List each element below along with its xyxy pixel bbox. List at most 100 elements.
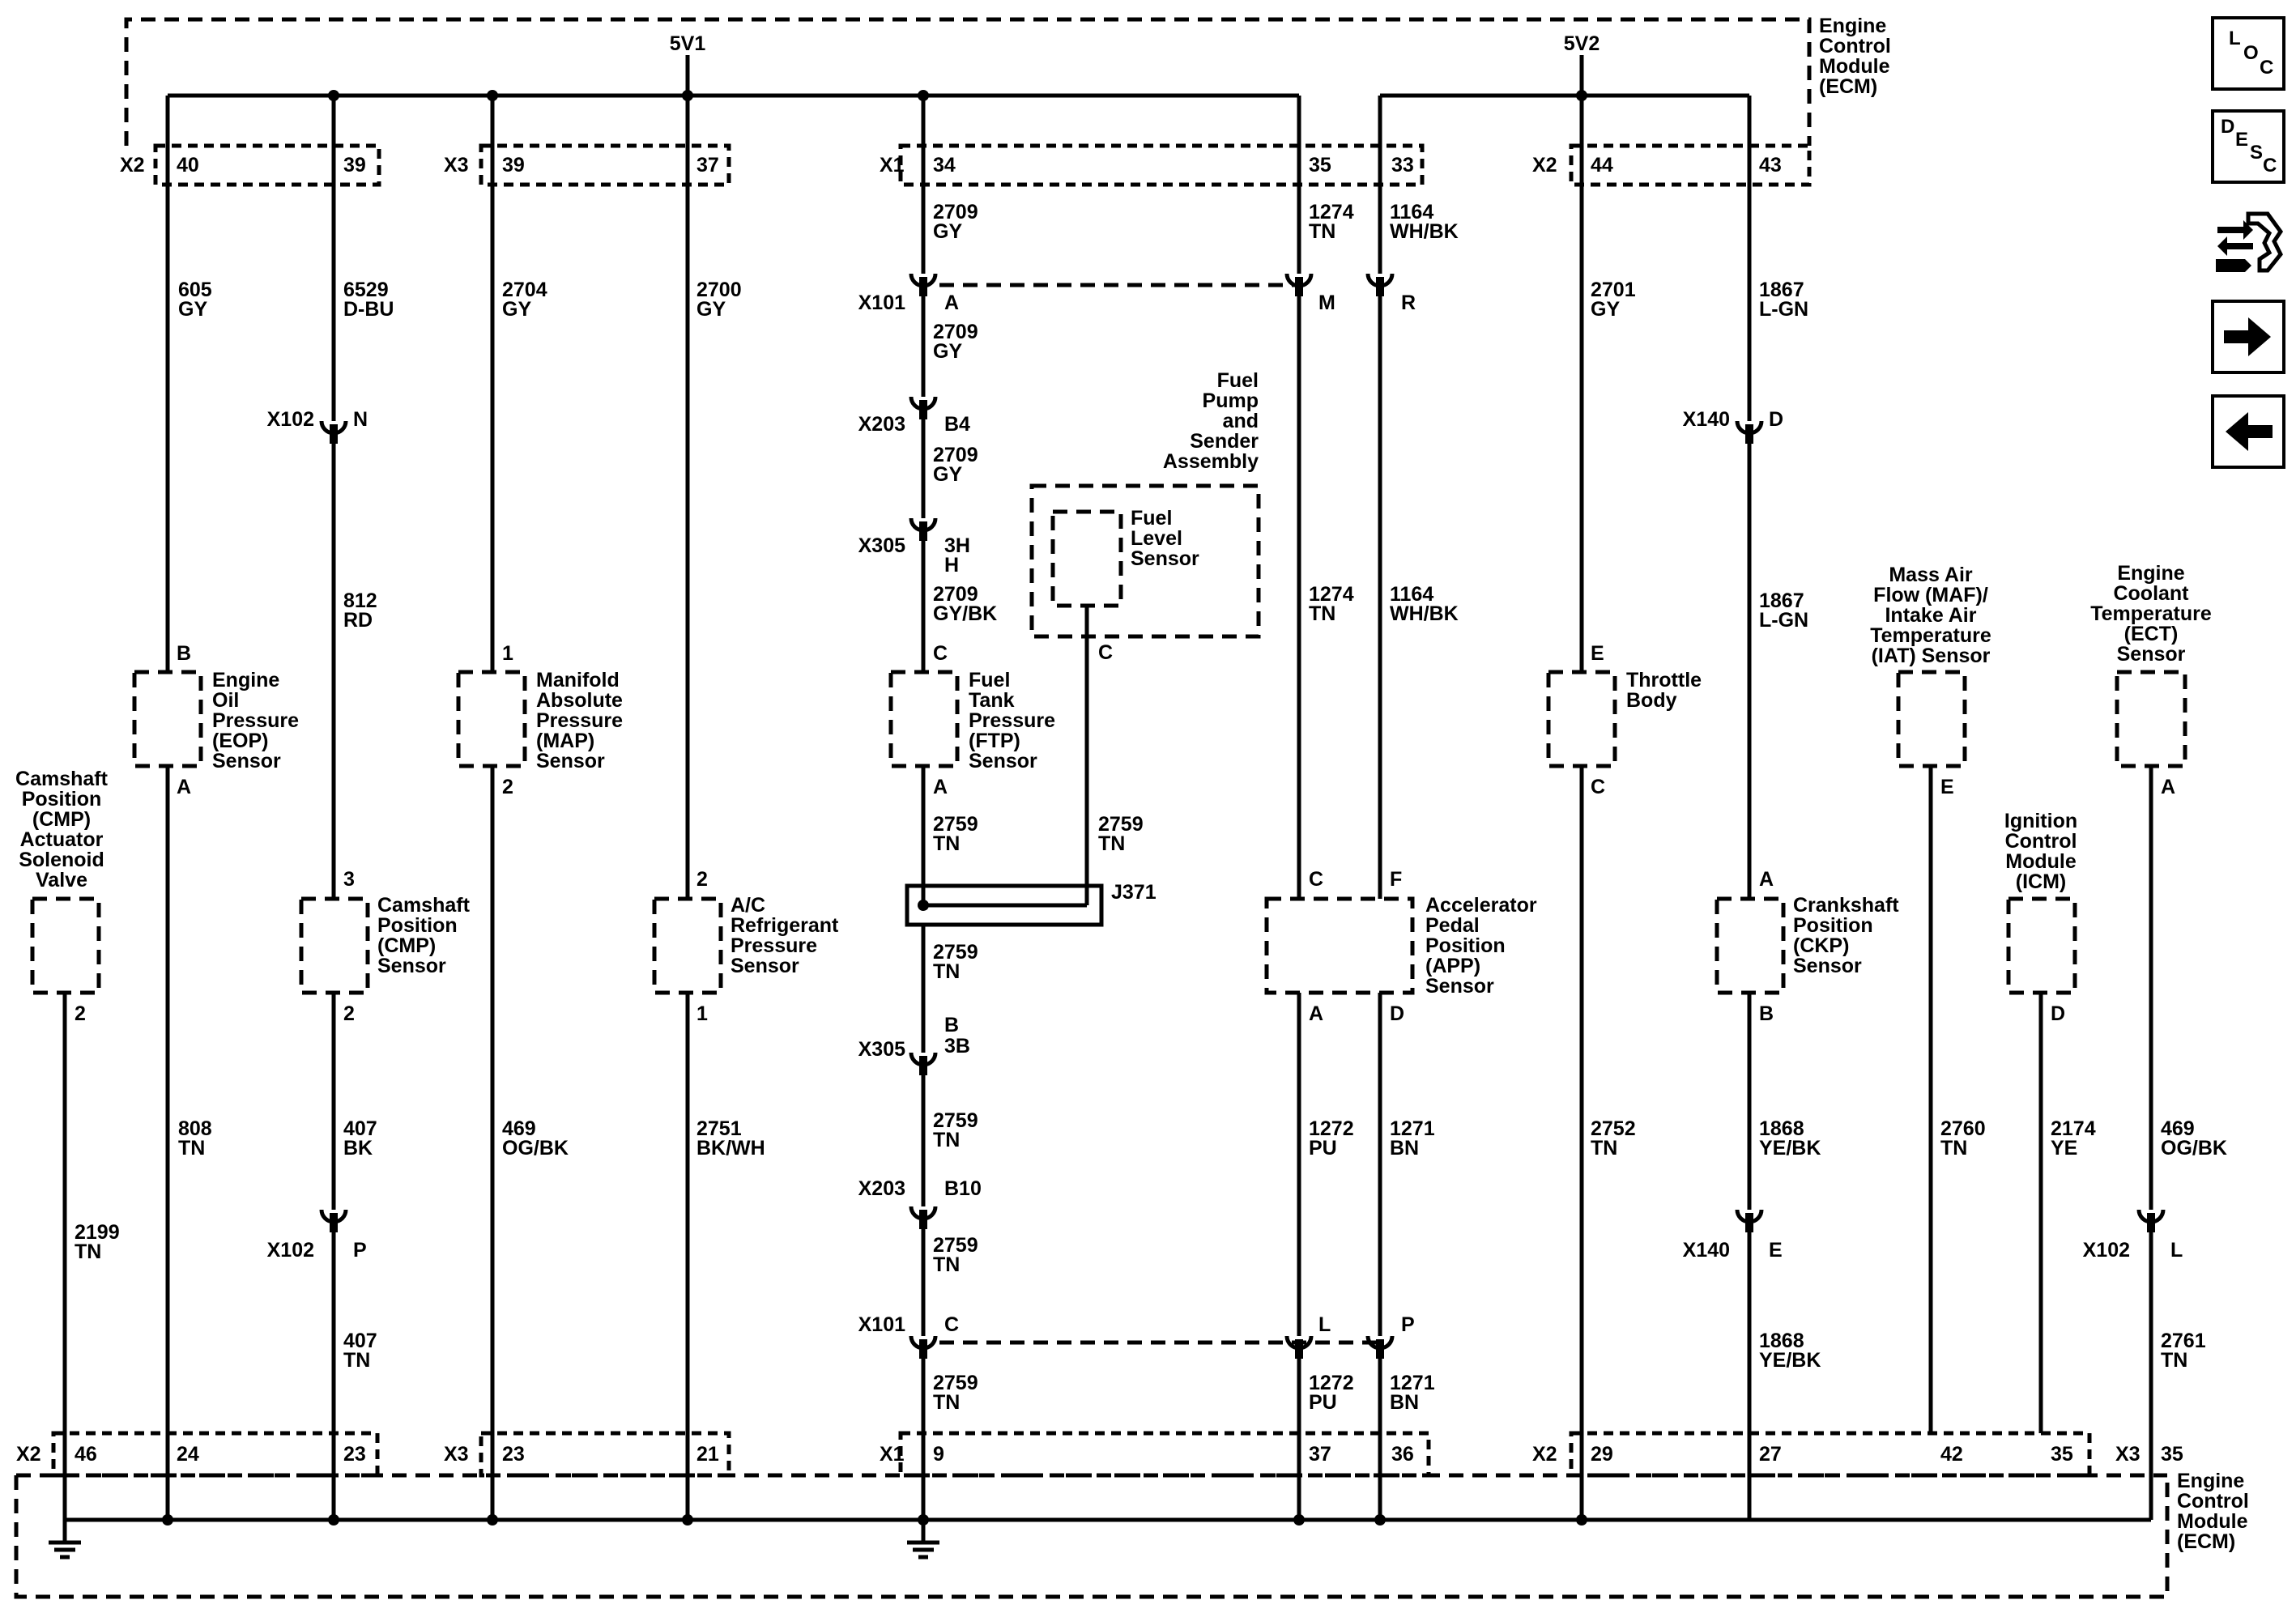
wire-circuit-number: 1868 [1759,1330,1804,1352]
wire-circuit-number: 2709 [933,583,978,606]
maf-iat-label: Mass Air [1889,564,1973,586]
ac-sensor-label: Sensor [731,955,799,977]
wire-color: OG/BK [2161,1137,2227,1160]
wire-color: BK/WH [696,1137,765,1160]
ect-sensor-label: (ECT) [2124,623,2179,645]
label: F [1390,868,1402,891]
wire-circuit-number: 2752 [1591,1117,1636,1140]
label: 3H [944,534,970,557]
label: D [1769,408,1783,431]
ftp-sensor-label: (FTP) [969,730,1020,752]
ecm-top-label: Control [1819,35,1891,57]
label: B [177,642,191,665]
wire-color: TN [1309,602,1335,625]
wire-circuit-number: 1867 [1759,279,1804,301]
wire-color: GY [178,298,207,321]
cmp-solenoid-box [30,896,101,995]
wire-color: BN [1390,1137,1419,1160]
ftp-sensor-label: Fuel [969,669,1010,691]
label: X140 [1683,408,1730,431]
label: D [1390,1002,1404,1025]
pin-number: 37 [696,154,719,177]
wire-color: GY [502,298,531,321]
pin-number: 36 [1391,1443,1414,1466]
map-sensor-box [456,670,527,768]
pin-number: 23 [502,1443,525,1466]
pin-number: 37 [1309,1443,1331,1466]
cmp-sensor-label: Sensor [377,955,446,977]
maf-iat-label: Flow (MAF)/ [1873,584,1988,606]
wire-color: WH/BK [1390,602,1459,625]
ect-sensor-box [2115,670,2187,768]
connector-id: X3 [444,1443,469,1466]
wire-color: PU [1309,1137,1337,1160]
app-sensor-label: Accelerator [1425,894,1537,917]
app-sensor-box [1264,896,1415,995]
bus-label-5v2: 5V2 [1564,32,1600,55]
cmp-solenoid-label: Position [22,788,102,811]
cmp-sensor-label: (CMP) [377,934,436,957]
label: E [1940,776,1954,798]
maf-iat-sensor-box [1896,670,1967,768]
label: M [1318,291,1335,314]
pin-number: 43 [1759,154,1782,177]
label: B10 [944,1177,982,1200]
label: L [1318,1313,1331,1336]
wire-circuit-number: 407 [343,1330,377,1352]
label: 3 [343,868,355,891]
cmp-solenoid-label: Valve [36,869,87,891]
label: C [1098,641,1113,664]
ect-sensor-label: Temperature [2090,602,2212,625]
icm-box [2006,896,2077,995]
map-sensor-label: Manifold [536,669,620,691]
ecm-top-label: Engine [1819,15,1886,37]
app-sensor-label: Sensor [1425,975,1494,998]
top-connector-x2b [1569,143,1812,187]
pin-number: 39 [343,154,366,177]
description-button[interactable]: D E S C [2211,109,2285,184]
label: B [1759,1002,1774,1025]
ftp-sensor-label: Tank [969,689,1015,712]
ect-sensor-label: Engine [2117,562,2184,585]
eop-sensor-label: Oil [212,689,239,712]
wire-circuit-number: 6529 [343,279,389,301]
wire-circuit-number: 812 [343,589,377,612]
eop-sensor-label: Engine [212,669,279,691]
ckp-sensor-label: (CKP) [1793,934,1849,957]
app-sensor-label: Pedal [1425,914,1480,937]
wire-color: GY [933,463,962,486]
wire-circuit-number: 2751 [696,1117,742,1140]
location-button[interactable]: L O C [2211,16,2285,91]
pin-number: 35 [2051,1443,2073,1466]
maf-iat-label: Intake Air [1885,604,1976,627]
label: A [944,291,959,314]
wire-color: BN [1390,1391,1419,1414]
wire-circuit-number: 1868 [1759,1117,1804,1140]
label: X305 [858,534,905,557]
label: 2 [502,776,513,798]
connector-tool-button[interactable] [2211,202,2285,277]
label: N [353,408,368,431]
icm-label: Ignition [2004,810,2077,832]
wire-color: TN [343,1349,370,1372]
pin-number: 27 [1759,1443,1782,1466]
fuel-level-label: Level [1131,527,1182,550]
connector-id: X1 [880,1443,905,1466]
diagram-structure [14,17,2187,1599]
wire-color: GY [696,298,726,321]
loc-letter-o: O [2243,42,2259,64]
next-button[interactable] [2211,300,2285,374]
fuel-pump-label: Fuel [1217,369,1259,392]
wire-circuit-number: 1164 [1390,583,1433,606]
wire-circuit-number: 1867 [1759,589,1804,612]
previous-button[interactable] [2211,394,2285,469]
wire-circuit-number: 1274 [1309,583,1354,606]
label: X101 [858,1313,905,1336]
wire-circuit-number: 1271 [1390,1117,1435,1140]
ac-sensor-box [652,896,723,995]
wire-circuit-number: 2760 [1940,1117,1986,1140]
label: X203 [858,1177,905,1200]
wire-circuit-number: 2174 [2051,1117,2096,1140]
ftp-sensor-box [888,670,960,768]
label: E [1591,642,1604,665]
